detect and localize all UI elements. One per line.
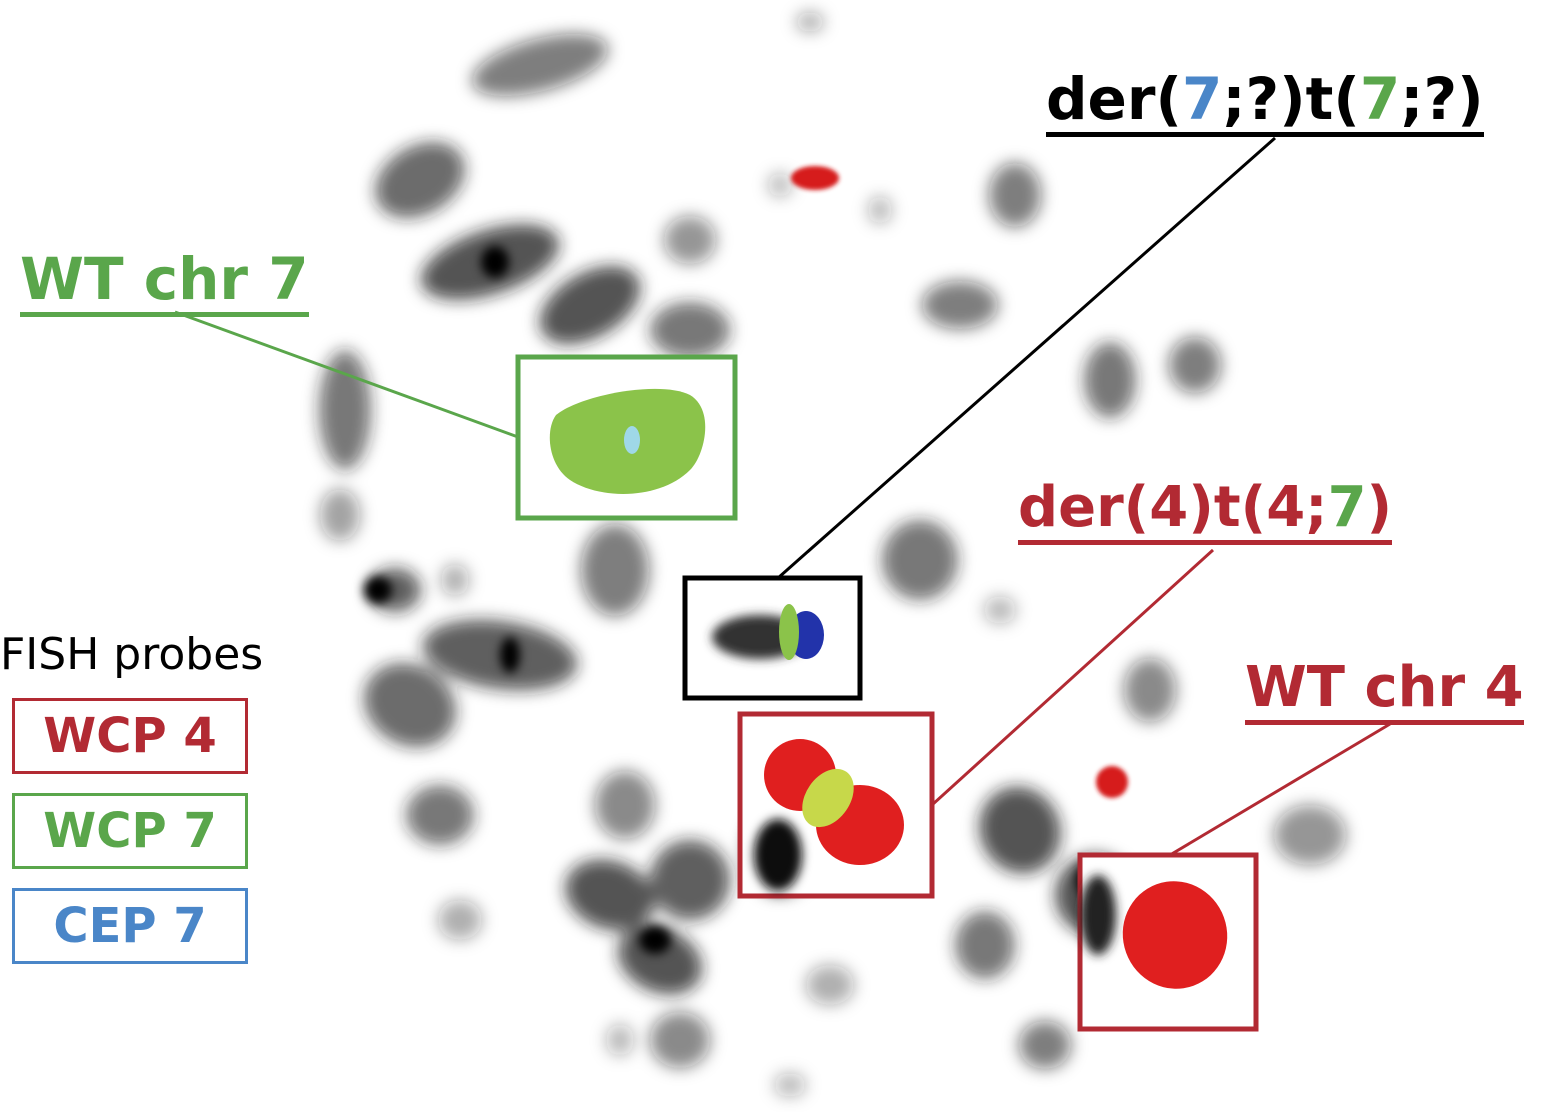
chromosome (438, 900, 482, 940)
chromosome (979, 786, 1061, 874)
chromosome (768, 173, 792, 197)
der7-leader (777, 136, 1276, 580)
wt-chr7-leader (174, 310, 519, 439)
chromosome (472, 34, 608, 96)
der4-inset (737, 711, 935, 899)
der4-label: der(4)t(4;7) (1018, 480, 1393, 545)
chromosome (565, 859, 655, 931)
chromosome (650, 302, 730, 358)
der4-leader (930, 548, 1215, 807)
legend-item-wcp4: WCP 4 (12, 698, 248, 774)
chromosome (406, 785, 474, 845)
wt-chr7-inset (515, 354, 738, 521)
legend-item-cep7: CEP 7 (12, 888, 248, 964)
chromosome (363, 662, 457, 748)
chromosome (441, 564, 469, 596)
stray-signals (791, 166, 1128, 798)
der7-label: der(7;?)t(7;?) (1046, 70, 1484, 137)
wt-chr4-leader (1169, 722, 1391, 857)
chromosome (1019, 1021, 1071, 1069)
chromosome (882, 520, 958, 600)
wt-chr4-inset (1077, 852, 1259, 1032)
chromosome (664, 216, 716, 264)
chromosomes (319, 12, 1346, 1097)
chromosome (1274, 805, 1346, 865)
chromosome (595, 771, 655, 839)
legend-title: FISH probes (0, 629, 264, 680)
legend-item-wcp7: WCP 7 (12, 793, 248, 869)
chromosome (1084, 342, 1136, 418)
chromosome (375, 142, 465, 218)
chromosome (539, 265, 641, 345)
chromosome (320, 489, 360, 541)
der7-inset (682, 575, 863, 701)
chromosome (868, 196, 892, 224)
chromosome (984, 596, 1016, 624)
wt-chr7-label: WT chr 7 (20, 250, 309, 317)
chromosome (922, 281, 998, 329)
chromosome (955, 911, 1015, 979)
chromosome (796, 12, 824, 32)
chromosome (774, 1073, 806, 1097)
chromosome (581, 524, 649, 616)
chromosome (617, 925, 703, 995)
chromosome (989, 163, 1041, 227)
chromosome (606, 1024, 634, 1056)
chromosome (1124, 658, 1176, 722)
chromosome (1169, 337, 1221, 393)
chromosome (806, 965, 854, 1005)
chromosome (650, 840, 730, 920)
chromosome (650, 1012, 710, 1068)
wt-chr4-label: WT chr 4 (1245, 660, 1524, 725)
